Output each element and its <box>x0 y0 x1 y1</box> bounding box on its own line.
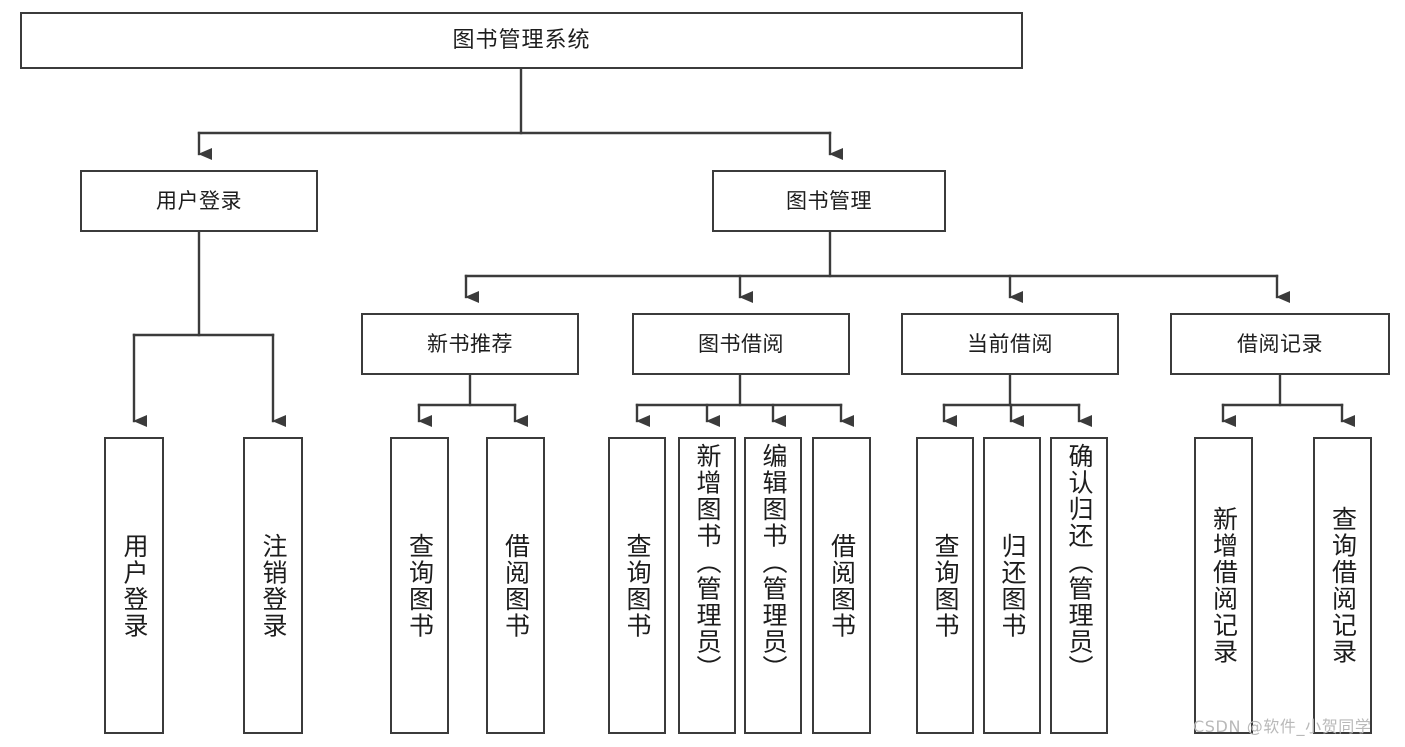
node-label: 查询借阅记录 <box>1328 506 1358 665</box>
leaf-add-book-admin[interactable]: 新增图书（管理员） <box>678 437 736 734</box>
node-book-management[interactable]: 图书管理 <box>712 170 946 232</box>
node-label: 图书借阅 <box>698 331 784 356</box>
leaf-return-books[interactable]: 归还图书 <box>983 437 1041 734</box>
node-borrow-records[interactable]: 借阅记录 <box>1170 313 1390 375</box>
node-book-borrow[interactable]: 图书借阅 <box>632 313 850 375</box>
node-label: 注销登录 <box>259 532 288 639</box>
node-label: 归还图书 <box>998 532 1027 639</box>
node-label: 查询图书 <box>931 532 960 639</box>
node-current-borrow[interactable]: 当前借阅 <box>901 313 1119 375</box>
node-label: 确认归还（管理员） <box>1065 443 1094 682</box>
node-label: 编辑图书（管理员） <box>759 443 788 682</box>
node-label: 借阅图书 <box>501 532 531 639</box>
node-label: 图书管理 <box>786 188 872 213</box>
node-label: 用户登录 <box>156 188 242 213</box>
node-user-login[interactable]: 用户登录 <box>80 170 318 232</box>
node-label: 当前借阅 <box>967 331 1053 356</box>
node-label: 新增借阅记录 <box>1209 506 1239 665</box>
leaf-borrow-books-recommend[interactable]: 借阅图书 <box>486 437 545 734</box>
node-root-system[interactable]: 图书管理系统 <box>20 12 1023 69</box>
leaf-query-borrow-record[interactable]: 查询借阅记录 <box>1313 437 1372 734</box>
leaf-query-books-recommend[interactable]: 查询图书 <box>390 437 449 734</box>
node-label: 用户登录 <box>120 532 149 639</box>
node-new-book-recommend[interactable]: 新书推荐 <box>361 313 579 375</box>
node-label: 查询图书 <box>405 532 435 639</box>
leaf-user-login[interactable]: 用户登录 <box>104 437 164 734</box>
node-label: 图书管理系统 <box>452 27 591 53</box>
leaf-confirm-return-admin[interactable]: 确认归还（管理员） <box>1050 437 1108 734</box>
leaf-edit-book-admin[interactable]: 编辑图书（管理员） <box>744 437 802 734</box>
leaf-query-books-borrow[interactable]: 查询图书 <box>608 437 666 734</box>
node-label: 借阅图书 <box>827 532 857 639</box>
watermark-text: CSDN @软件_小贺同学 <box>1193 717 1372 736</box>
node-label: 借阅记录 <box>1237 331 1323 356</box>
node-label: 查询图书 <box>623 532 652 639</box>
leaf-borrow-books[interactable]: 借阅图书 <box>812 437 871 734</box>
leaf-add-borrow-record[interactable]: 新增借阅记录 <box>1194 437 1253 734</box>
leaf-query-books-current[interactable]: 查询图书 <box>916 437 974 734</box>
node-label: 新增图书（管理员） <box>693 443 722 682</box>
node-label: 新书推荐 <box>427 331 513 356</box>
leaf-logout[interactable]: 注销登录 <box>243 437 303 734</box>
